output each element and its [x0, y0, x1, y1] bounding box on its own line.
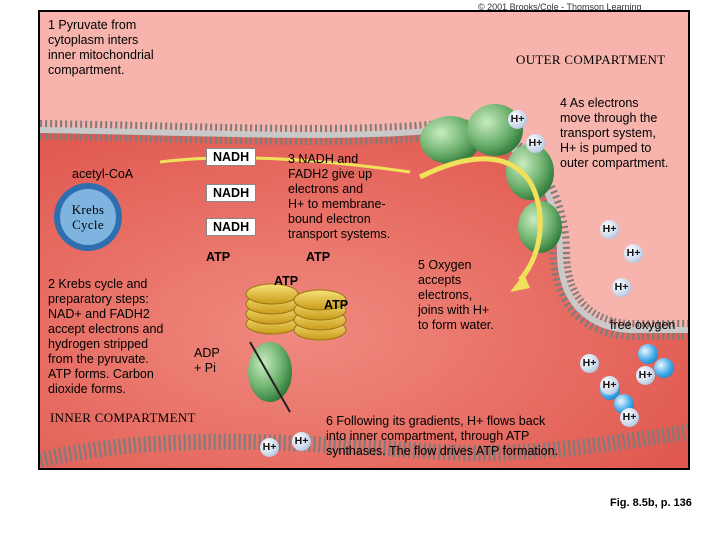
mitochondrion-diagram: OUTER COMPARTMENT INNER COMPARTMENT 1 Py…: [38, 10, 690, 470]
hydrogen-ion: H+: [292, 432, 311, 451]
step-6-text: 6 Following its gradients, H+ flows back…: [326, 414, 559, 458]
hydrogen-ion: H+: [600, 376, 619, 395]
nadh-tag: NADH: [206, 218, 257, 236]
copyright-notice: © 2001 Brooks/Cole - Thomson Learning: [478, 2, 642, 12]
adp-pi-label: ADP + Pi: [194, 346, 220, 375]
atp-label: ATP: [274, 274, 299, 288]
hydrogen-ion: H+: [636, 366, 655, 385]
atp-coin-stack: [245, 283, 347, 341]
hydrogen-ion: H+: [600, 220, 619, 239]
nadh-tag: NADH: [206, 184, 257, 202]
hydrogen-ion: H+: [260, 438, 279, 457]
oxygen-molecule: [654, 358, 674, 378]
transport-protein: [420, 116, 480, 164]
hydrogen-ion: H+: [624, 244, 643, 263]
hydrogen-ion: H+: [620, 408, 639, 427]
free-oxygen-label: free oxygen: [610, 318, 676, 332]
nadh-tag: NADH: [206, 148, 257, 166]
acetyl-coa-label: acetyl-CoA: [72, 167, 134, 181]
hydrogen-ion: H+: [612, 278, 631, 297]
inner-compartment-label: INNER COMPARTMENT: [50, 410, 196, 425]
step-3-text: 3 NADH and FADH2 give up electrons and H…: [288, 152, 391, 241]
outer-compartment-label: OUTER COMPARTMENT: [516, 52, 666, 67]
krebs-cycle-label: Krebs Cycle: [71, 202, 105, 232]
step-5-text: 5 Oxygen accepts electrons, joins with H…: [418, 258, 494, 332]
figure-caption: Fig. 8.5b, p. 136: [610, 497, 692, 509]
oxygen-molecule: [638, 344, 658, 364]
membrane-illustration: [40, 12, 688, 468]
transport-protein: [506, 144, 554, 200]
step-2-text: 2 Krebs cycle and preparatory steps: NAD…: [48, 277, 164, 396]
electron-flow-arrow: [418, 156, 543, 282]
step-1-text: 1 Pyruvate from cytoplasm inters inner m…: [48, 18, 154, 77]
atp-label: ATP: [206, 250, 231, 264]
hydrogen-ion: H+: [508, 110, 527, 129]
hydrogen-ion: H+: [526, 134, 545, 153]
atp-label: ATP: [306, 250, 331, 264]
atp-label: ATP: [324, 298, 349, 312]
step-4-text: 4 As electrons move through the transpor…: [560, 96, 669, 170]
hydrogen-ion: H+: [580, 354, 599, 373]
